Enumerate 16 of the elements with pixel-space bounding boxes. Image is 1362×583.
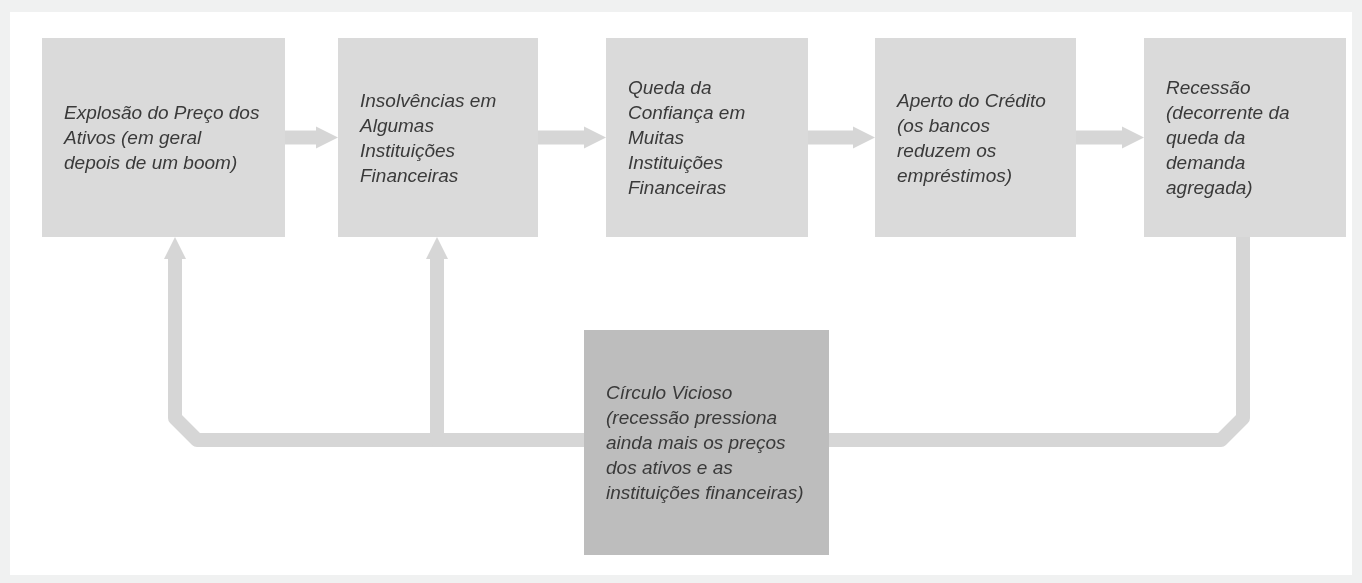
box-text: Explosão do Preço dos Ativos (em geral depois de um boom) [64, 101, 261, 175]
arrow [285, 126, 338, 149]
arrow [538, 126, 606, 149]
process-box [875, 38, 1076, 237]
arrow [1076, 126, 1144, 149]
process-box [42, 38, 285, 237]
process-box [606, 38, 808, 237]
process-box [584, 330, 829, 555]
box-text: Aperto do Crédito (os bancos reduzem os empréstimos) [897, 88, 1047, 188]
arrow [808, 126, 875, 149]
box-text: Círculo Vicioso (recessão pressiona ainda mais os preços dos ativos e as instituições financeiras) [606, 381, 805, 505]
box-text: Queda da Confiança em Muitas Instituições Financeiras [628, 76, 747, 200]
box-text: Insolvências em Algumas Instituições Financeiras [360, 88, 498, 188]
box-text: Recessão (decorrente da queda da demanda agregada) [1166, 76, 1291, 200]
process-box [1144, 38, 1346, 237]
process-box [338, 38, 538, 237]
